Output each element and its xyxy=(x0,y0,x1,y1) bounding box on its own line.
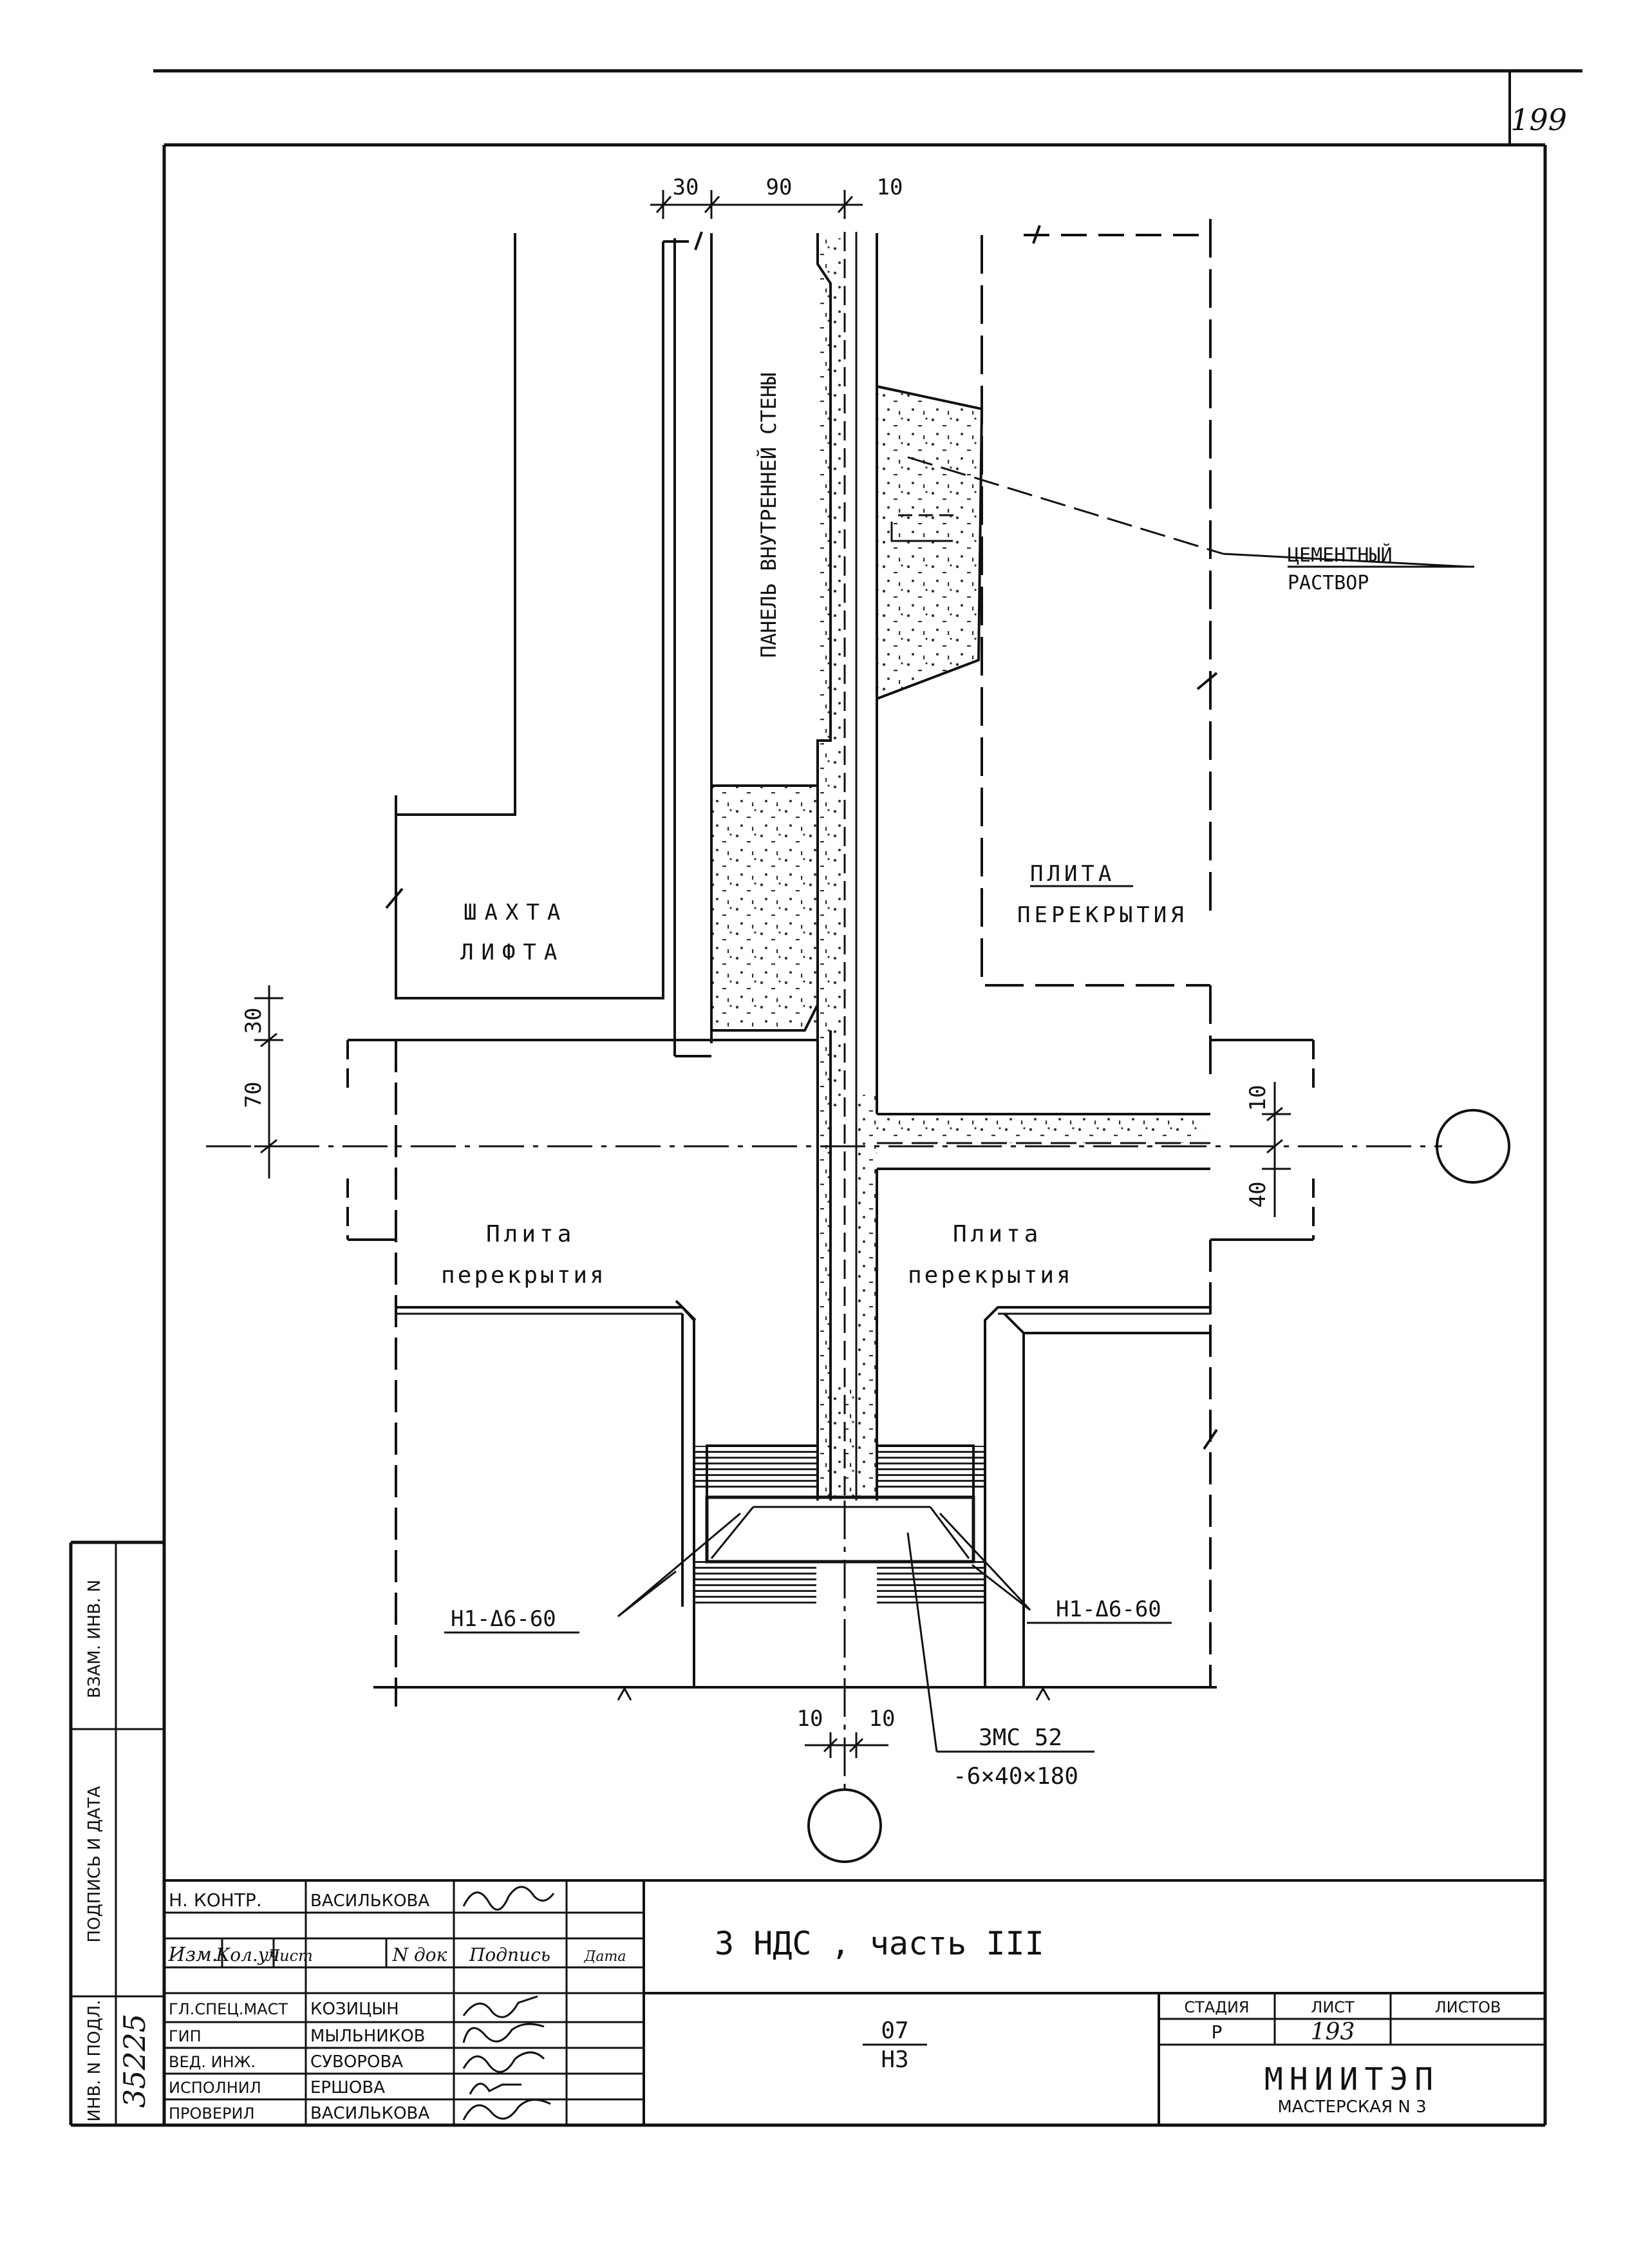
margin-vzam-label: ВЗАМ. ИНВ. N xyxy=(85,1580,104,1698)
dimension-values: 30 90 10 30 70 10 40 10 10 xyxy=(241,175,1271,1732)
staff-role-4: ИСПОЛНИЛ xyxy=(169,2079,261,2097)
dim-top-10: 10 xyxy=(877,175,903,200)
margin-inv-number: 35225 xyxy=(117,2014,152,2108)
sheet-code-bottom: Н3 xyxy=(881,2047,908,2073)
col-data: Дата xyxy=(584,1949,626,1965)
label-weld-right: Н1-Δ6-60 xyxy=(1056,1596,1161,1622)
sheets-header: ЛИСТОВ xyxy=(1435,1998,1501,2016)
dim-right-40: 40 xyxy=(1245,1182,1271,1208)
axis-bubble-right xyxy=(1436,1109,1510,1184)
stage-value: Р xyxy=(1212,2021,1223,2043)
signatures xyxy=(462,1886,555,2121)
label-part-size: -6×40×180 xyxy=(953,1763,1078,1790)
staff-role-2: ГИП xyxy=(169,2027,202,2045)
dim-bottom-10b: 10 xyxy=(869,1706,896,1732)
staff-role-5: ПРОВЕРИЛ xyxy=(169,2105,255,2123)
dim-left-70: 70 xyxy=(241,1082,267,1108)
sheet-frame xyxy=(69,69,1582,2127)
label-right-slab-1: Плита xyxy=(953,1221,1042,1247)
dim-top-90: 90 xyxy=(766,175,793,200)
label-part-code: ЗМС 52 xyxy=(979,1725,1062,1751)
label-shaft-1: ШАХТА xyxy=(464,900,568,925)
label-right-slab-2: перекрытия xyxy=(908,1262,1073,1289)
label-left-slab-1: Плита xyxy=(486,1221,575,1247)
staff-role-1: ГЛ.СПЕЦ.МАСТ xyxy=(169,2000,288,2018)
label-top-slab-2: ПЕРЕКРЫТИЯ xyxy=(1017,902,1188,928)
dim-bottom-10a: 10 xyxy=(797,1706,823,1732)
project-title: 3 НДС , часть III xyxy=(715,1925,1044,1962)
col-ndoc: N док xyxy=(392,1944,447,1965)
sheet-code-top: 07 xyxy=(881,2018,908,2044)
joint-drawing xyxy=(206,219,1510,1863)
embedded-plate xyxy=(705,1495,975,1564)
hatch-fill xyxy=(694,1446,986,1604)
col-izm: Изм. xyxy=(168,1944,218,1966)
dim-top-30: 30 xyxy=(673,175,699,200)
norm-control-role: Н. КОНТР. xyxy=(169,1889,262,1911)
col-list: Лист xyxy=(266,1947,313,1965)
label-cement-2: РАСТВОР xyxy=(1288,572,1369,594)
staff-name-4: ЕРШОВА xyxy=(310,2078,385,2097)
label-left-slab-2: перекрытия xyxy=(441,1262,606,1289)
margin-labels: ВЗАМ. ИНВ. N ПОДПИСЬ И ДАТА ИНВ. N ПОДЛ.… xyxy=(85,1580,152,2122)
drawing-labels: ПАНЕЛЬ ВНУТРЕННЕЙ СТЕНЫ ЦЕМЕНТНЫЙ РАСТВО… xyxy=(441,372,1474,1790)
sheet-number: 199 xyxy=(1510,102,1567,137)
label-shaft-2: ЛИФТА xyxy=(460,940,565,965)
mortar-fill xyxy=(711,238,1201,1500)
sheet-value: 193 xyxy=(1311,2019,1355,2045)
col-kol: Кол.уч xyxy=(216,1944,280,1965)
shaft-wall-outline xyxy=(395,233,664,999)
col-podpis: Подпись xyxy=(469,1944,550,1965)
margin-inv-label: ИНВ. N ПОДЛ. xyxy=(85,2000,104,2121)
title-block xyxy=(164,1879,1545,2125)
staff-name-2: МЫЛЬНИКОВ xyxy=(310,2027,426,2046)
label-top-slab-1: ПЛИТА xyxy=(1030,861,1115,887)
stage-header: СТАДИЯ xyxy=(1184,1998,1249,2016)
label-wall-panel: ПАНЕЛЬ ВНУТРЕННЕЙ СТЕНЫ xyxy=(756,372,781,658)
staff-name-3: СУВОРОВА xyxy=(310,2052,403,2072)
label-cement-1: ЦЕМЕНТНЫЙ xyxy=(1288,544,1393,567)
staff-name-5: ВАСИЛЬКОВА xyxy=(310,2104,429,2123)
org-name: МНИИТЭП xyxy=(1264,2061,1440,2097)
wall-panel-outline xyxy=(710,233,832,787)
dimension-lines xyxy=(254,190,1469,1758)
margin-podpis-label: ПОДПИСЬ И ДАТА xyxy=(85,1786,104,1942)
label-weld-left: Н1-Δ6-60 xyxy=(451,1606,556,1632)
sheet-header: ЛИСТ xyxy=(1311,1998,1355,2016)
org-sub: МАСТЕРСКАЯ N 3 xyxy=(1277,2097,1426,2117)
dim-left-30: 30 xyxy=(241,1008,267,1034)
staff-role-3: ВЕД. ИНЖ. xyxy=(169,2053,256,2071)
norm-control-name: ВАСИЛЬКОВА xyxy=(310,1891,429,1911)
dim-right-10: 10 xyxy=(1245,1085,1271,1112)
mortar-bed xyxy=(876,385,984,700)
lower-left-slab xyxy=(396,1306,695,1446)
title-block-text: 3 НДС , часть III 07 Н3 СТАДИЯ ЛИСТ ЛИСТ… xyxy=(168,1886,1501,2123)
staff-name-1: КОЗИЦЫН xyxy=(310,2000,399,2019)
lower-right-slab xyxy=(984,1306,1210,1607)
axis-bubble-bottom xyxy=(807,1788,882,1863)
